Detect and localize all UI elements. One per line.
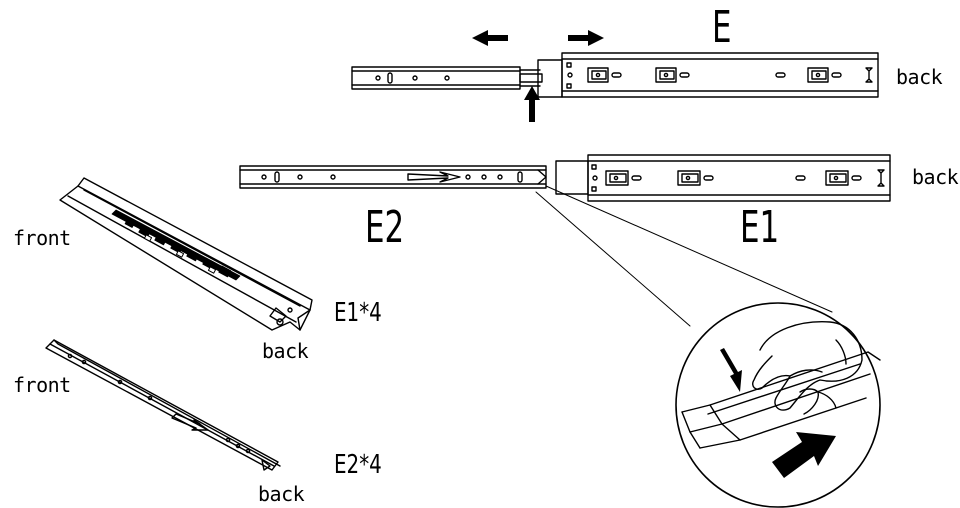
label-back-middle: back [912,165,959,189]
arrow-push-icon [772,432,836,478]
e2-perspective-rail [45,339,281,471]
top-outer-rail [537,52,879,98]
arrow-press-icon [720,348,742,392]
magnified-detail [675,302,881,508]
label-e2-qty: E2*4 [334,450,382,480]
label-back-top: back [896,65,943,89]
arrow-right-icon [568,30,604,46]
top-inner-rail [351,66,543,90]
label-e1-qty: E1*4 [334,298,382,328]
middle-outer-rail-e1 [555,154,891,202]
label-back-e2: back [258,482,305,506]
label-front-e1: front [13,226,71,250]
label-front-e2: front [13,373,71,397]
e1-perspective-slider [111,209,241,281]
label-e1: E1 [740,202,780,253]
label-e: E [712,2,732,53]
arrow-up-icon [524,86,540,122]
label-back-e1: back [262,339,309,363]
middle-inner-rail-e2 [239,165,547,189]
label-e2: E2 [365,202,405,253]
arrow-left-icon [472,30,508,46]
e1-perspective-rail [59,177,313,331]
